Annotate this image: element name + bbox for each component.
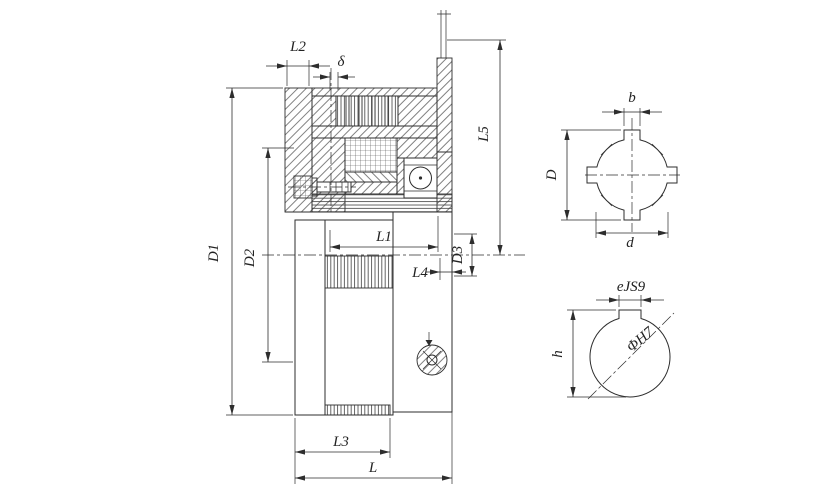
terminal-strip — [436, 57, 453, 153]
dim-label-d: d — [626, 235, 634, 251]
dimensions-main: L2 δ D1 D2 L1 — [206, 39, 506, 484]
keyway-bore-view: eJS9 h ΦH7 — [550, 279, 675, 400]
dim-label-D2: D2 — [242, 248, 258, 268]
fixing-bolt — [288, 175, 356, 199]
dim-label-L3: L3 — [332, 434, 349, 450]
bearing-ball-icon — [409, 166, 432, 190]
rotor-right — [396, 137, 438, 159]
chamfer-ticks — [600, 143, 664, 207]
dim-label-delta: δ — [338, 54, 346, 70]
dim-label-b: b — [628, 90, 636, 106]
dim-label-L: L — [368, 460, 377, 476]
bore-diagonal-centerline — [587, 312, 675, 400]
armature-plate — [344, 181, 398, 195]
hub-sleeve — [294, 219, 394, 416]
yoke-right-block — [397, 95, 438, 127]
dimension-d: d — [595, 212, 669, 251]
dimension-L3: L3 — [294, 418, 391, 484]
dimension-D3: D3 — [450, 233, 477, 277]
dimension-b: b — [602, 90, 662, 126]
bearing — [403, 157, 438, 199]
dim-label-L1: L1 — [375, 229, 392, 245]
dim-label-D1: D1 — [206, 244, 222, 263]
dimension-D2: D2 — [242, 147, 294, 363]
main-section-view: L2 δ D1 D2 L1 — [206, 10, 525, 484]
dimension-L5: L5 — [447, 39, 506, 255]
set-screw — [416, 332, 448, 376]
dimension-L2: L2 — [266, 39, 330, 86]
yoke-left-block — [311, 95, 337, 127]
coil-crosshatch — [344, 137, 398, 173]
spring-pack — [335, 95, 399, 127]
dim-label-L4: L4 — [411, 265, 428, 281]
coil-bobbin — [344, 171, 398, 183]
dimension-L1: L1 — [329, 216, 439, 252]
dimension-e: eJS9 — [596, 279, 664, 307]
bore-with-keyway — [589, 309, 671, 398]
dim-label-D: D — [544, 169, 560, 181]
dimension-D: D — [544, 129, 621, 221]
lead-wire — [436, 10, 453, 213]
bearing-seat — [396, 157, 405, 195]
dimension-h: h — [550, 309, 626, 398]
dimension-L: L — [295, 416, 453, 484]
dimension-L4: L4 — [411, 258, 466, 416]
spline-teeth — [324, 255, 394, 289]
dim-label-L2: L2 — [289, 39, 306, 55]
dimension-D1: D1 — [206, 87, 293, 416]
electromagnet-body — [284, 87, 453, 213]
dim-label-e: eJS9 — [617, 279, 646, 295]
top-plate — [311, 87, 438, 97]
dim-label-D3: D3 — [450, 246, 466, 265]
dim-label-h: h — [550, 350, 566, 358]
dimension-delta: δ — [313, 54, 355, 90]
dim-label-L5: L5 — [476, 126, 492, 143]
spline-teeth-bottom — [324, 404, 391, 416]
spline-profile-view: b D d — [544, 90, 680, 251]
hub-right-column — [392, 211, 453, 413]
hub-body — [294, 211, 453, 416]
